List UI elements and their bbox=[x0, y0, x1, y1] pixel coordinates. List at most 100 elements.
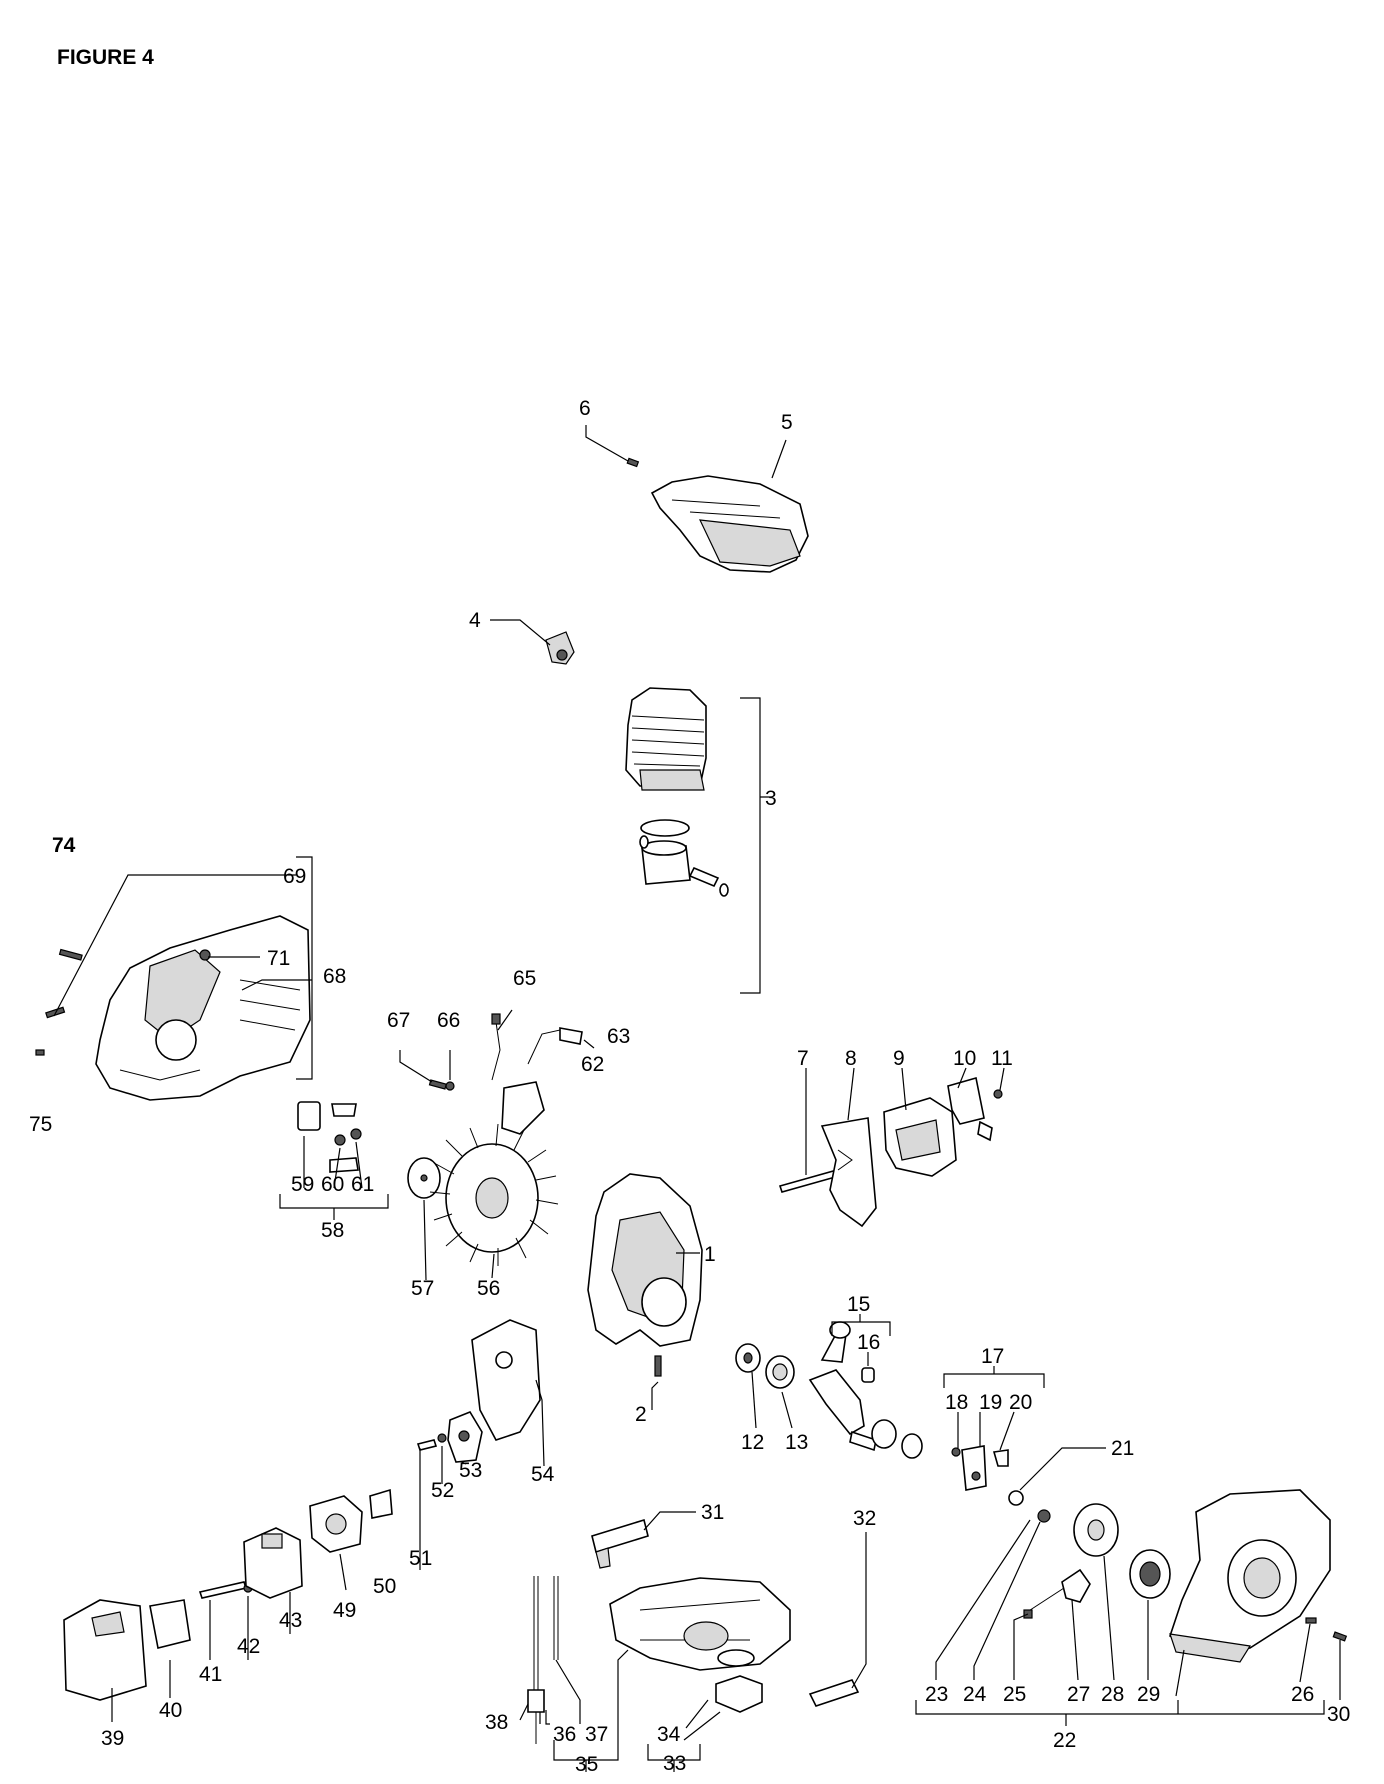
part-71-nut bbox=[199, 949, 211, 961]
part-10-muffler-plate bbox=[947, 1076, 993, 1142]
label-42: 42 bbox=[237, 1635, 260, 1658]
part-37-fuel-line bbox=[553, 1576, 559, 1660]
part-8-gasket bbox=[820, 1117, 877, 1228]
part-66-washer bbox=[445, 1081, 455, 1091]
label-36: 36 bbox=[553, 1723, 576, 1746]
label-20: 20 bbox=[1009, 1391, 1032, 1414]
label-21: 21 bbox=[1111, 1437, 1134, 1460]
assembly-label: 74 bbox=[52, 834, 76, 857]
label-66: 66 bbox=[437, 1009, 460, 1032]
label-67: 67 bbox=[387, 1009, 410, 1032]
part-69-screw bbox=[45, 1006, 66, 1019]
label-27: 27 bbox=[1067, 1683, 1090, 1706]
label-59: 59 bbox=[291, 1173, 314, 1196]
label-65: 65 bbox=[513, 967, 536, 990]
part-65-wire bbox=[491, 1013, 501, 1081]
part-12-seal-right bbox=[901, 1433, 923, 1459]
part-16-needle-bearing bbox=[861, 1367, 875, 1383]
part-18-nut bbox=[951, 1447, 961, 1457]
part-12-seal bbox=[735, 1343, 761, 1373]
label-57: 57 bbox=[411, 1277, 434, 1300]
label-6: 6 bbox=[579, 397, 591, 420]
label-51: 51 bbox=[409, 1547, 432, 1570]
part-26-pin bbox=[1305, 1617, 1317, 1624]
label-32: 32 bbox=[853, 1507, 876, 1530]
label-26: 26 bbox=[1291, 1683, 1314, 1706]
part-38-fuel-filter bbox=[527, 1689, 545, 1744]
part-2-screw bbox=[654, 1355, 662, 1377]
part-56-flywheel bbox=[429, 1123, 559, 1266]
label-30: 30 bbox=[1327, 1703, 1350, 1726]
part-34-gasket bbox=[717, 1649, 755, 1667]
part-1-crankcase bbox=[587, 1173, 703, 1347]
label-43: 43 bbox=[279, 1609, 302, 1632]
part-6-screw bbox=[626, 457, 640, 468]
part-49-carburetor bbox=[309, 1495, 363, 1553]
label-11: 11 bbox=[991, 1047, 1013, 1070]
label-8: 8 bbox=[845, 1047, 857, 1070]
label-5: 5 bbox=[781, 411, 793, 434]
part-67-screw bbox=[428, 1079, 447, 1090]
part-28-pulley bbox=[1073, 1503, 1119, 1557]
label-49: 49 bbox=[333, 1599, 356, 1622]
label-22: 22 bbox=[1053, 1729, 1076, 1752]
part-39-air-filter-cover bbox=[63, 1599, 147, 1701]
part-4-spark-plug bbox=[545, 631, 575, 665]
label-2: 2 bbox=[635, 1403, 647, 1426]
part-75-pin bbox=[35, 1049, 45, 1056]
label-37: 37 bbox=[585, 1723, 608, 1746]
part-50-gasket bbox=[369, 1488, 393, 1519]
label-60: 60 bbox=[321, 1173, 344, 1196]
part-35-fuel-tank bbox=[609, 1577, 791, 1671]
part-labels: 74 1 2 3 4 5 6 7 8 9 10 11 12 13 15 16 1… bbox=[29, 397, 1350, 1776]
part-68-engine-housing bbox=[95, 915, 311, 1101]
label-38: 38 bbox=[485, 1711, 508, 1734]
label-29: 29 bbox=[1137, 1683, 1160, 1706]
part-51-bolt bbox=[416, 1439, 438, 1451]
part-13-bearing-right bbox=[871, 1419, 897, 1449]
label-19: 19 bbox=[979, 1391, 1002, 1414]
label-31: 31 bbox=[701, 1501, 724, 1524]
label-24: 24 bbox=[963, 1683, 987, 1706]
part-30-screw bbox=[1332, 1631, 1348, 1642]
part-57-washer bbox=[407, 1157, 441, 1199]
label-3: 3 bbox=[765, 787, 777, 810]
figure-title: FIGURE 4 bbox=[57, 46, 154, 69]
part-20-lever bbox=[992, 1449, 1009, 1467]
leader-lines bbox=[53, 425, 1341, 1772]
label-12: 12 bbox=[741, 1431, 764, 1454]
part-54-heat-shield bbox=[471, 1319, 541, 1441]
part-29-spring bbox=[1129, 1549, 1171, 1599]
part-40-air-filter bbox=[149, 1599, 191, 1649]
part-43-air-filter-base bbox=[243, 1527, 303, 1599]
label-15: 15 bbox=[847, 1293, 870, 1316]
part-27-rope-handle bbox=[1023, 1568, 1091, 1615]
label-54: 54 bbox=[531, 1463, 555, 1486]
part-3-cylinder bbox=[625, 687, 707, 791]
label-41: 41 bbox=[199, 1663, 222, 1686]
part-11-nut bbox=[993, 1089, 1003, 1099]
part-74-screw bbox=[58, 948, 83, 961]
label-10: 10 bbox=[953, 1047, 976, 1070]
label-75: 75 bbox=[29, 1113, 52, 1136]
label-56: 56 bbox=[477, 1277, 500, 1300]
label-34: 34 bbox=[657, 1723, 681, 1746]
part-53-insulator bbox=[447, 1411, 483, 1463]
label-25: 25 bbox=[1003, 1683, 1026, 1706]
label-68: 68 bbox=[323, 965, 346, 988]
part-3-piston bbox=[639, 819, 729, 897]
part-41-bolt bbox=[198, 1581, 248, 1599]
part-59-clutch-shoe bbox=[297, 1101, 321, 1131]
part-21-nut bbox=[1008, 1490, 1024, 1506]
part-31-bracket bbox=[591, 1518, 649, 1569]
label-18: 18 bbox=[945, 1391, 968, 1414]
label-33-visible: 33 bbox=[663, 1752, 686, 1775]
part-5-cylinder-cover bbox=[650, 475, 809, 573]
label-16: 16 bbox=[857, 1331, 880, 1354]
label-13: 13 bbox=[785, 1431, 808, 1454]
part-32-bracket bbox=[808, 1679, 860, 1707]
label-1: 1 bbox=[704, 1243, 716, 1266]
label-62: 62 bbox=[581, 1053, 604, 1076]
label-50: 50 bbox=[373, 1575, 396, 1598]
